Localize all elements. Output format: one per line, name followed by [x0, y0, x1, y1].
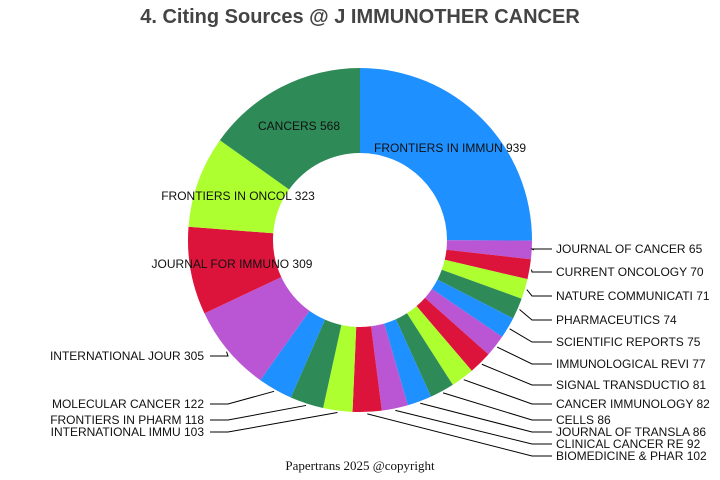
- leader-line: [442, 392, 552, 421]
- leader-line: [530, 248, 552, 251]
- slice-label: JOURNAL FOR IMMUNO 309: [152, 257, 313, 271]
- leader-line: [367, 413, 552, 457]
- slice-label: FRONTIERS IN IMMUN 939: [374, 141, 526, 155]
- leader-lines: [210, 248, 552, 457]
- leader-line: [210, 404, 307, 421]
- slice-biomedicine-phar: [352, 326, 382, 412]
- leader-line: [210, 412, 338, 433]
- slice-label: JOURNAL OF TRANSLA 86: [556, 425, 706, 439]
- slice-scientific-reports: [431, 279, 514, 337]
- slice-label: CANCERS 568: [258, 119, 340, 133]
- copyright-footer: Papertrans 2025 @copyright: [285, 458, 435, 473]
- slice-label: CANCER IMMUNOLOGY 82: [556, 397, 710, 411]
- leader-line: [210, 351, 229, 357]
- slice-label: NATURE COMMUNICATI 71: [556, 289, 710, 303]
- leader-line: [395, 409, 552, 445]
- slice-frontiers-in-immun: [360, 68, 532, 241]
- slice-label: FRONTIERS IN PHARM 118: [50, 413, 204, 427]
- leader-line: [463, 379, 552, 405]
- slice-signal-transductio: [416, 297, 489, 371]
- leader-line: [420, 402, 552, 433]
- donut-slices: [188, 68, 532, 412]
- slice-label: CURRENT ONCOLOGY 70: [556, 265, 704, 279]
- slice-cancer-immunology: [406, 306, 472, 385]
- slice-label: INTERNATIONAL JOUR 305: [50, 349, 204, 363]
- slice-label: IMMUNOLOGICAL REVI 77: [556, 357, 706, 371]
- slice-label: CELLS 86: [556, 413, 611, 427]
- slice-cancers: [219, 68, 360, 190]
- slice-international-immu: [323, 324, 357, 412]
- slice-journal-of-cancer: [446, 240, 532, 260]
- leader-line: [210, 390, 275, 405]
- slice-label: CLINICAL CANCER RE 92: [556, 437, 701, 451]
- slice-label: SIGNAL TRANSDUCTIO 81: [556, 378, 706, 392]
- slice-immunological-revi: [424, 289, 503, 355]
- leader-line: [519, 309, 552, 321]
- slice-label: BIOMEDICINE & PHAR 102: [556, 449, 707, 463]
- leader-line: [526, 289, 552, 297]
- leader-line: [496, 346, 552, 365]
- slice-current-oncology: [444, 249, 531, 280]
- slice-label: PHARMACEUTICS 74: [556, 313, 677, 327]
- slice-label: MOLECULAR CANCER 122: [52, 397, 204, 411]
- slice-frontiers-in-oncol: [188, 140, 290, 234]
- leader-line: [481, 363, 552, 386]
- chart-title: 4. Citing Sources @ J IMMUNOTHER CANCER: [140, 6, 580, 28]
- slice-international-jour: [204, 277, 310, 381]
- slice-journal-of-transla: [384, 319, 432, 406]
- slice-journal-for-immuno: [188, 226, 282, 314]
- slice-label: FRONTIERS IN ONCOL 323: [161, 189, 315, 203]
- leader-line: [530, 269, 552, 273]
- slice-pharmaceutics: [437, 269, 522, 319]
- slice-frontiers-in-pharm: [290, 319, 342, 408]
- slice-label: JOURNAL OF CANCER 65: [556, 242, 703, 256]
- slice-molecular-cancer: [260, 310, 325, 398]
- slice-cells: [395, 313, 453, 397]
- leader-line: [509, 328, 552, 343]
- slice-nature-communicati: [441, 259, 528, 299]
- slice-label: INTERNATIONAL IMMU 103: [51, 425, 205, 439]
- slice-clinical-cancer-re: [371, 323, 408, 411]
- slice-label: SCIENTIFIC REPORTS 75: [556, 335, 701, 349]
